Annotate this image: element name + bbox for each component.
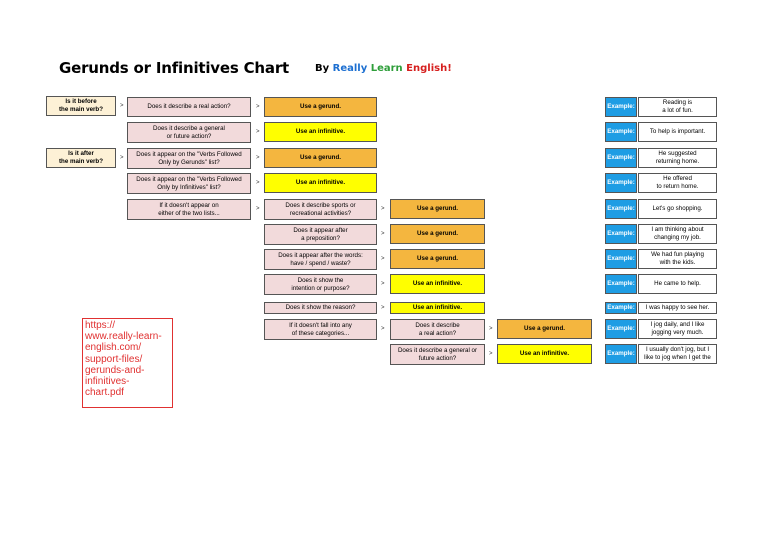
question-no-category: If it doesn't fall into any of these cat… [264,319,377,340]
example-text: He came to help. [638,274,717,294]
example-text: I was happy to see her. [638,302,717,314]
arrow: > [120,103,124,109]
example-label: Example: [605,173,637,193]
arrow: > [256,180,260,186]
question-have-spend-waste: Does it appear after the words: have / s… [264,249,377,270]
example-label: Example: [605,249,637,269]
example-label: Example: [605,122,637,142]
byline: By Really Learn English! [315,63,452,74]
example-label: Example: [605,319,637,339]
byline-really: Really [332,63,368,74]
example-text: I usually don't jog, but I like to jog w… [638,344,717,364]
arrow: > [381,206,385,212]
url-note: https:// www.really-learn- english.com/ … [82,318,173,408]
example-label: Example: [605,97,637,117]
arrow: > [256,104,260,110]
example-label: Example: [605,274,637,294]
arrow: > [256,129,260,135]
arrow: > [120,155,124,161]
example-text: Reading is a lot of fun. [638,97,717,117]
question-sports: Does it describe sports or recreational … [264,199,377,220]
question-reason: Does it show the reason? [264,302,377,314]
example-text: I am thinking about changing my job. [638,224,717,244]
example-text: We had fun playing with the kids. [638,249,717,269]
answer-infinitive: Use an infinitive. [390,274,485,294]
question-verbs-infinitives-list: Does it appear on the "Verbs Followed On… [127,173,251,194]
answer-infinitive: Use an infinitive. [264,173,377,193]
answer-gerund: Use a gerund. [390,199,485,219]
page-title: Gerunds or Infinitives Chart [59,59,289,77]
answer-infinitive: Use an infinitive. [264,122,377,142]
start-after-main-verb: Is it after the main verb? [46,148,116,168]
example-label: Example: [605,302,637,314]
answer-infinitive: Use an infinitive. [390,302,485,314]
question-intention: Does it show the intention or purpose? [264,274,377,295]
arrow: > [256,155,260,161]
example-text: Let's go shopping. [638,199,717,219]
example-text: I jog daily, and I like jogging very muc… [638,319,717,339]
example-label: Example: [605,199,637,219]
answer-gerund: Use a gerund. [264,97,377,117]
arrow: > [381,305,385,311]
answer-gerund: Use a gerund. [390,249,485,269]
example-label: Example: [605,148,637,168]
arrow: > [381,281,385,287]
question-general-future-2: Does it describe a general or future act… [390,344,485,365]
byline-english: English! [406,63,452,74]
question-preposition: Does it appear after a preposition? [264,224,377,245]
answer-gerund: Use a gerund. [390,224,485,244]
answer-gerund: Use a gerund. [264,148,377,168]
example-text: He offered to return home. [638,173,717,193]
question-real-action-2: Does it describe a real action? [390,319,485,340]
example-text: To help is important. [638,122,717,142]
example-label: Example: [605,224,637,244]
answer-infinitive: Use an infinitive. [497,344,592,364]
arrow: > [489,326,493,332]
arrow: > [381,326,385,332]
question-verbs-gerunds-list: Does it appear on the "Verbs Followed On… [127,148,251,169]
question-not-on-lists: If it doesn't appear on either of the tw… [127,199,251,220]
arrow: > [256,206,260,212]
question-real-action: Does it describe a real action? [127,97,251,117]
arrow: > [381,231,385,237]
byline-by: By [315,63,330,74]
answer-gerund: Use a gerund. [497,319,592,339]
example-text: He suggested returning home. [638,148,717,168]
question-general-future: Does it describe a general or future act… [127,122,251,143]
start-before-main-verb: Is it before the main verb? [46,96,116,116]
arrow: > [381,256,385,262]
arrow: > [489,351,493,357]
example-label: Example: [605,344,637,364]
byline-learn: Learn [370,63,403,74]
